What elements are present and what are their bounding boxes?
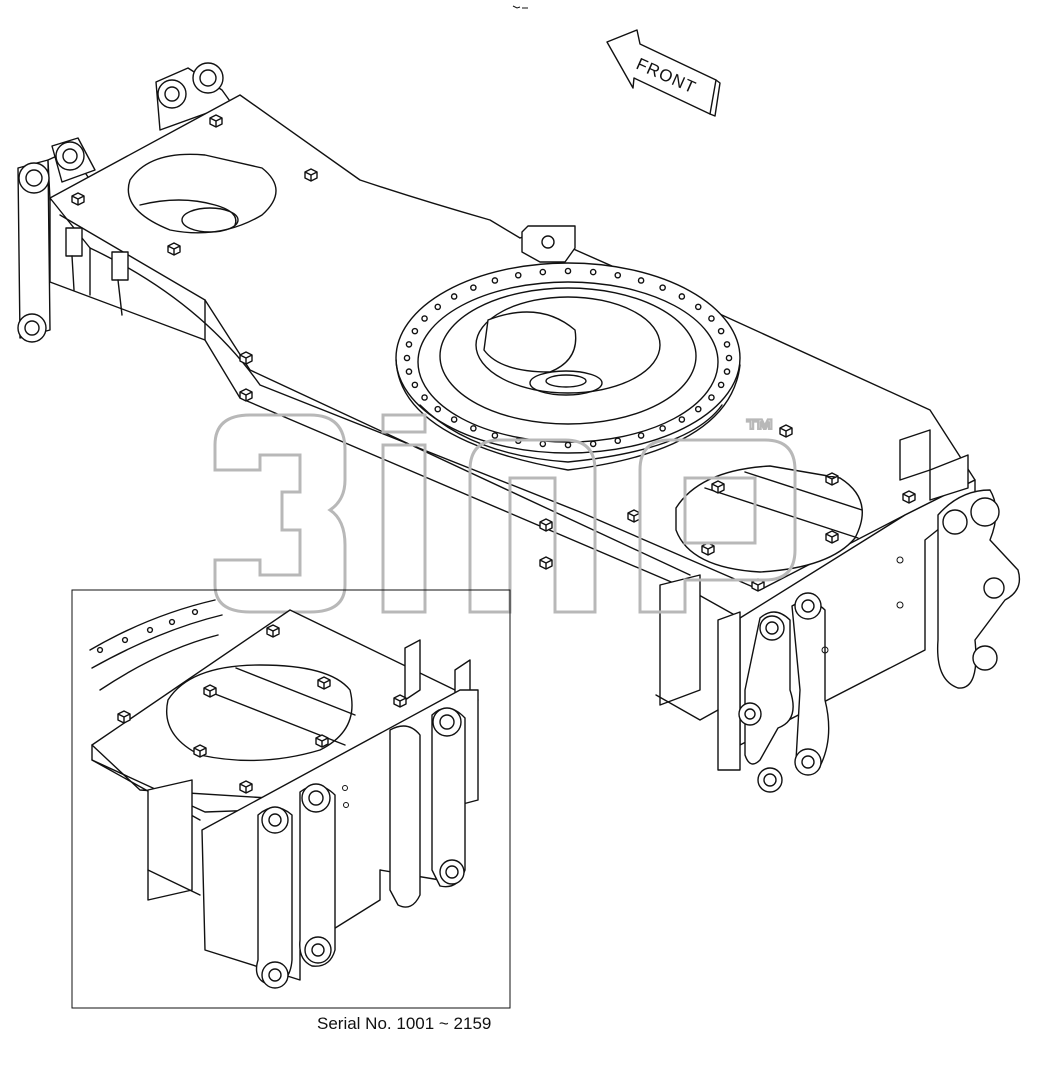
top-mark <box>512 5 528 9</box>
rear-left-bracket <box>17 137 96 343</box>
front-arrow: FRONT <box>606 29 721 117</box>
bolt-hole <box>434 405 442 413</box>
inset-studs <box>117 624 407 794</box>
serial-number-caption: Serial No. 1001 ~ 2159 <box>317 1014 492 1033</box>
bolt-hole <box>405 341 413 348</box>
bolt-hole <box>434 303 442 311</box>
stud <box>209 114 223 128</box>
bolt-hole <box>678 293 686 300</box>
stud <box>539 518 553 532</box>
bolt-hole <box>411 381 419 389</box>
ring-bolt-holes <box>403 267 733 449</box>
bolt-hole <box>539 268 547 276</box>
stud <box>711 480 725 494</box>
bolt-hole <box>470 284 477 291</box>
stud <box>393 694 407 708</box>
bolt-hole <box>717 327 725 335</box>
bolt-hole <box>659 425 666 432</box>
bolt-hole <box>564 441 572 449</box>
bolt-hole <box>411 327 419 335</box>
stud <box>167 242 181 256</box>
rear-oval-opening <box>127 153 277 234</box>
stud <box>627 509 641 523</box>
bolt-hole <box>725 354 733 362</box>
watermark-logo: ™ <box>213 413 797 614</box>
stud <box>701 542 715 556</box>
bolt-hole <box>678 416 686 423</box>
bolt-hole <box>121 636 129 644</box>
inset-border <box>71 589 511 1009</box>
bolt-hole <box>168 618 176 626</box>
top-studs <box>71 114 916 592</box>
bolt-hole <box>450 416 458 423</box>
bolt-hole <box>514 271 522 279</box>
stud <box>117 710 131 724</box>
bolt-hole <box>589 268 597 276</box>
stud <box>902 490 916 504</box>
side-lugs <box>65 227 129 316</box>
bolt-hole <box>96 646 104 654</box>
bolt-hole <box>564 267 572 275</box>
rear-top-bracket <box>155 62 233 131</box>
bolt-hole <box>421 315 428 322</box>
bolt-hole <box>694 303 702 311</box>
bolt-hole <box>589 440 597 448</box>
bolt-hole <box>403 354 411 362</box>
bolt-hole <box>614 437 622 445</box>
inset-ring-holes <box>96 608 199 654</box>
stud <box>825 530 839 544</box>
stud <box>315 734 329 748</box>
stud <box>239 388 253 402</box>
bolt-hole <box>405 368 413 375</box>
bolt-hole <box>539 440 547 448</box>
stud <box>779 424 793 438</box>
bolt-hole <box>146 626 154 634</box>
bolt-hole <box>717 381 725 389</box>
bolt-hole <box>708 394 715 401</box>
detail-inset <box>71 589 511 1009</box>
bolt-hole <box>708 315 715 322</box>
bolt-hole <box>614 271 622 279</box>
bolt-hole <box>659 284 666 291</box>
slewing-ring <box>395 262 741 471</box>
stud <box>266 624 280 638</box>
stud <box>203 684 217 698</box>
stud <box>71 192 85 206</box>
stud <box>239 780 253 794</box>
stud <box>193 744 207 758</box>
front-oval-opening <box>675 465 863 573</box>
stud <box>317 676 331 690</box>
bolt-hole <box>421 394 428 401</box>
trademark-symbol: ™ <box>745 414 775 447</box>
bolt-hole <box>191 608 199 616</box>
stud <box>825 472 839 486</box>
bolt-hole <box>470 425 477 432</box>
bolt-hole <box>723 341 731 348</box>
bolt-hole <box>491 277 499 284</box>
bolt-hole <box>450 293 458 300</box>
stud <box>239 351 253 365</box>
bolt-hole <box>694 405 702 413</box>
bolt-hole <box>491 432 499 439</box>
front-end-assembly <box>655 429 1021 793</box>
bolt-hole <box>723 368 731 375</box>
main-frame <box>17 62 1021 793</box>
bolt-hole <box>637 277 645 284</box>
stud <box>751 578 765 592</box>
stud <box>539 556 553 570</box>
stud <box>304 168 318 182</box>
bolt-hole <box>637 432 645 439</box>
